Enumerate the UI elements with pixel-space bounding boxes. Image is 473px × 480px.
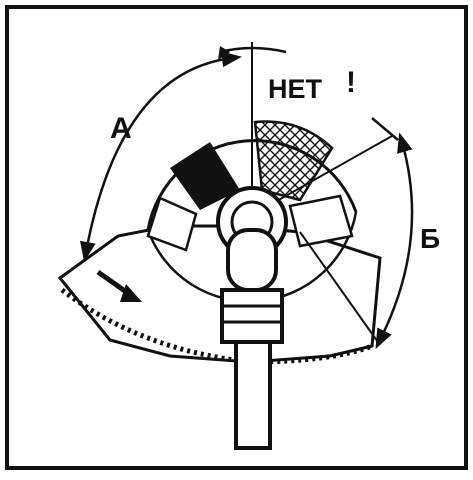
dimension-arc-a: [79, 51, 242, 262]
label-exclaim: !: [346, 66, 356, 99]
guard-edge-line: [299, 231, 381, 346]
shaft-collar: [220, 288, 284, 344]
label-net: НЕТ: [268, 74, 323, 104]
rotation-arrow-head: [120, 284, 142, 302]
shaft-joint: [226, 228, 278, 292]
forbidden-zone: [253, 120, 334, 202]
angle-arrow-left: [218, 46, 230, 60]
tick-b-top: [371, 117, 399, 141]
shaft-tube: [234, 340, 272, 450]
label-b: Б: [420, 223, 440, 254]
label-a: А: [110, 112, 132, 145]
blade-segment-3: [288, 194, 354, 248]
dimension-arc-b: [375, 132, 414, 349]
